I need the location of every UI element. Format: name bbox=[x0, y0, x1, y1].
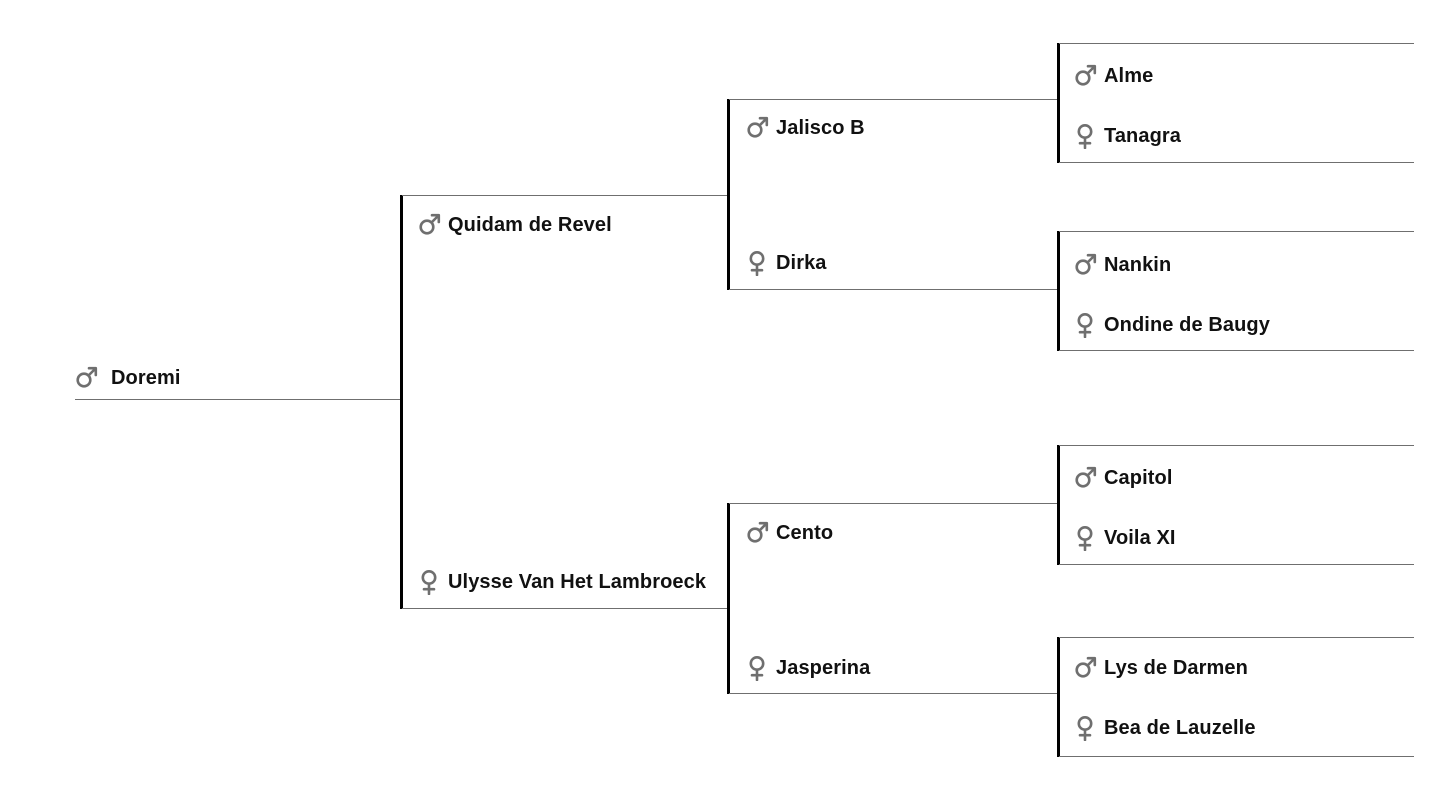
sire-connector-line bbox=[402, 195, 729, 196]
dam-sire-bottom-line bbox=[1059, 564, 1414, 565]
dam-sire-connector-line bbox=[729, 503, 1059, 504]
horse-node-dam-dam[interactable]: Jasperina bbox=[746, 654, 870, 682]
sire-dam-bracket bbox=[1057, 231, 1060, 351]
dam-sire-top-line bbox=[1059, 445, 1414, 446]
subject-connector-line bbox=[75, 399, 402, 400]
horse-name: Doremi bbox=[111, 366, 181, 389]
female-symbol-icon bbox=[1074, 525, 1098, 551]
male-symbol-icon bbox=[418, 212, 442, 238]
dam-bracket bbox=[727, 503, 730, 694]
dam-dam-bracket bbox=[1057, 637, 1060, 757]
sire-dam-bottom-line bbox=[1059, 350, 1414, 351]
female-symbol-icon bbox=[746, 250, 770, 276]
horse-node-sire-dam-dam[interactable]: Ondine de Baugy bbox=[1074, 311, 1270, 339]
horse-node-sire-sire[interactable]: Jalisco B bbox=[746, 114, 865, 142]
horse-name: Jalisco B bbox=[776, 116, 865, 139]
horse-node-dam-sire[interactable]: Cento bbox=[746, 519, 833, 547]
horse-node-sire-sire-dam[interactable]: Tanagra bbox=[1074, 122, 1181, 150]
female-symbol-icon bbox=[1074, 715, 1098, 741]
horse-node-subject[interactable]: Doremi bbox=[75, 364, 181, 392]
male-symbol-icon bbox=[1074, 465, 1098, 491]
male-symbol-icon bbox=[1074, 655, 1098, 681]
horse-node-sire-dam[interactable]: Dirka bbox=[746, 249, 827, 277]
sire-dam-connector-line bbox=[729, 289, 1059, 290]
horse-name: Capitol bbox=[1104, 466, 1173, 489]
horse-node-dam-sire-sire[interactable]: Capitol bbox=[1074, 464, 1172, 492]
female-symbol-icon bbox=[1074, 312, 1098, 338]
horse-node-dam-dam-dam[interactable]: Bea de Lauzelle bbox=[1074, 714, 1256, 742]
horse-name: Lys de Darmen bbox=[1104, 656, 1248, 679]
sire-sire-bracket bbox=[1057, 43, 1060, 163]
female-symbol-icon bbox=[746, 655, 770, 681]
horse-name: Dirka bbox=[776, 251, 827, 274]
male-symbol-icon bbox=[75, 365, 99, 391]
male-symbol-icon bbox=[746, 115, 770, 141]
horse-name: Bea de Lauzelle bbox=[1104, 716, 1256, 739]
horse-name: Voila XI bbox=[1104, 526, 1176, 549]
horse-name: Nankin bbox=[1104, 253, 1172, 276]
sire-dam-top-line bbox=[1059, 231, 1414, 232]
horse-node-sire-dam-sire[interactable]: Nankin bbox=[1074, 251, 1171, 279]
sire-sire-top-line bbox=[1059, 43, 1414, 44]
sire-bracket bbox=[727, 99, 730, 290]
horse-node-dam-dam-sire[interactable]: Lys de Darmen bbox=[1074, 654, 1248, 682]
dam-connector-line bbox=[402, 608, 729, 609]
horse-node-sire-sire-sire[interactable]: Alme bbox=[1074, 62, 1153, 90]
dam-dam-top-line bbox=[1059, 637, 1414, 638]
dam-sire-bracket bbox=[1057, 445, 1060, 565]
horse-name: Ondine de Baugy bbox=[1104, 313, 1270, 336]
horse-node-sire[interactable]: Quidam de Revel bbox=[418, 211, 612, 239]
horse-name: Jasperina bbox=[776, 656, 871, 679]
horse-name: Ulysse Van Het Lambroeck bbox=[448, 570, 707, 593]
male-symbol-icon bbox=[746, 520, 770, 546]
sire-sire-bottom-line bbox=[1059, 162, 1414, 163]
horse-name: Cento bbox=[776, 521, 834, 544]
generation-1-bracket bbox=[400, 195, 403, 609]
female-symbol-icon bbox=[1074, 123, 1098, 149]
horse-name: Quidam de Revel bbox=[448, 213, 612, 236]
horse-node-dam-sire-dam[interactable]: Voila XI bbox=[1074, 524, 1176, 552]
male-symbol-icon bbox=[1074, 63, 1098, 89]
dam-dam-bottom-line bbox=[1059, 756, 1414, 757]
dam-dam-connector-line bbox=[729, 693, 1059, 694]
female-symbol-icon bbox=[418, 569, 442, 595]
horse-node-dam[interactable]: Ulysse Van Het Lambroeck bbox=[418, 568, 706, 596]
horse-name: Alme bbox=[1104, 64, 1154, 87]
sire-sire-connector-line bbox=[729, 99, 1059, 100]
male-symbol-icon bbox=[1074, 252, 1098, 278]
horse-name: Tanagra bbox=[1104, 124, 1182, 147]
